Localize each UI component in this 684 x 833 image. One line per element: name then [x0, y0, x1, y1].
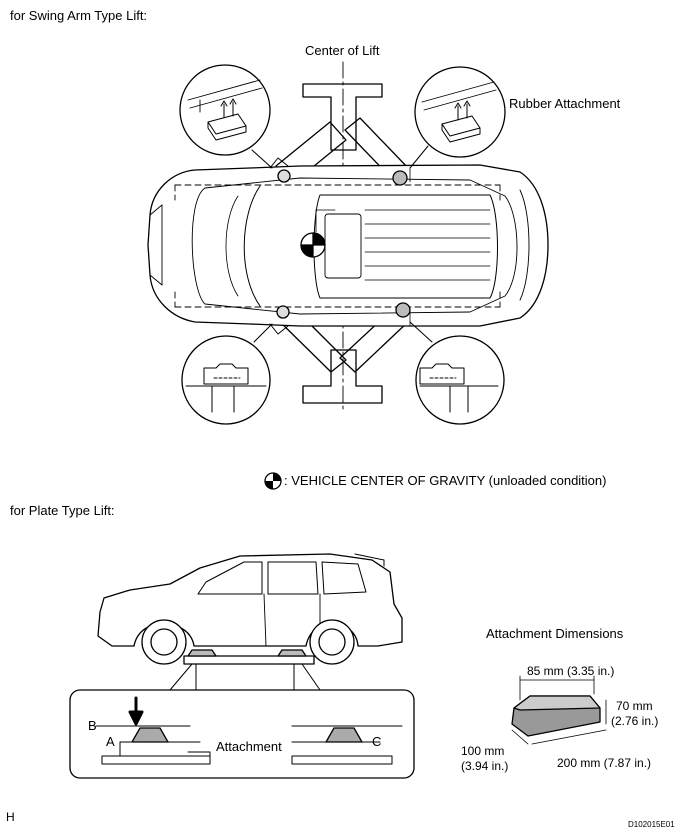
- footer-figure-code: D102015E01: [628, 820, 675, 829]
- cog-legend-text: : VEHICLE CENTER OF GRAVITY (unloaded co…: [284, 473, 607, 488]
- cog-legend-icon: [264, 472, 282, 490]
- dim-top-85mm: 85 mm (3.35 in.): [527, 664, 615, 678]
- lift-post-front: [302, 83, 383, 151]
- detail-circle-rear-right: [409, 321, 505, 425]
- contact-pad-rear-left: [276, 305, 290, 319]
- vehicle-top-view: [147, 157, 549, 335]
- footer-left-code: H: [6, 810, 15, 824]
- center-of-gravity-symbol: [300, 209, 336, 258]
- plate-lift-heading: for Plate Type Lift:: [10, 503, 115, 518]
- dims-title: Attachment Dimensions: [486, 626, 624, 641]
- swing-lift-heading: for Swing Arm Type Lift:: [10, 8, 148, 23]
- point-a-label: A: [106, 734, 115, 749]
- dim-height-in: (2.76 in.): [611, 714, 659, 728]
- point-c-label: C: [372, 734, 382, 749]
- contact-pad-front-left: [277, 169, 291, 183]
- detail-circle-front-right: [409, 66, 506, 169]
- lift-post-rear: [302, 349, 383, 404]
- rubber-attachment-label: Rubber Attachment: [509, 96, 621, 111]
- contact-pad-rear-right: [395, 302, 411, 318]
- point-b-label: B: [88, 718, 97, 733]
- dim-length: 200 mm (7.87 in.): [557, 756, 652, 770]
- dim-width-in: (3.94 in.): [461, 759, 509, 773]
- dim-height-mm: 70 mm: [616, 699, 653, 713]
- attachment-label: Attachment: [216, 739, 282, 754]
- attachment-detail-box: [69, 689, 415, 779]
- center-of-lift-label: Center of Lift: [305, 43, 380, 58]
- dim-width-mm: 100 mm: [461, 744, 505, 758]
- contact-pad-front-right: [392, 170, 408, 186]
- detail-circle-front-left: [179, 64, 273, 169]
- detail-circle-rear-left: [181, 323, 273, 425]
- plate-lift-platform: [183, 649, 315, 691]
- attachment-block-drawing: [511, 675, 607, 745]
- vehicle-side-view: [97, 553, 403, 665]
